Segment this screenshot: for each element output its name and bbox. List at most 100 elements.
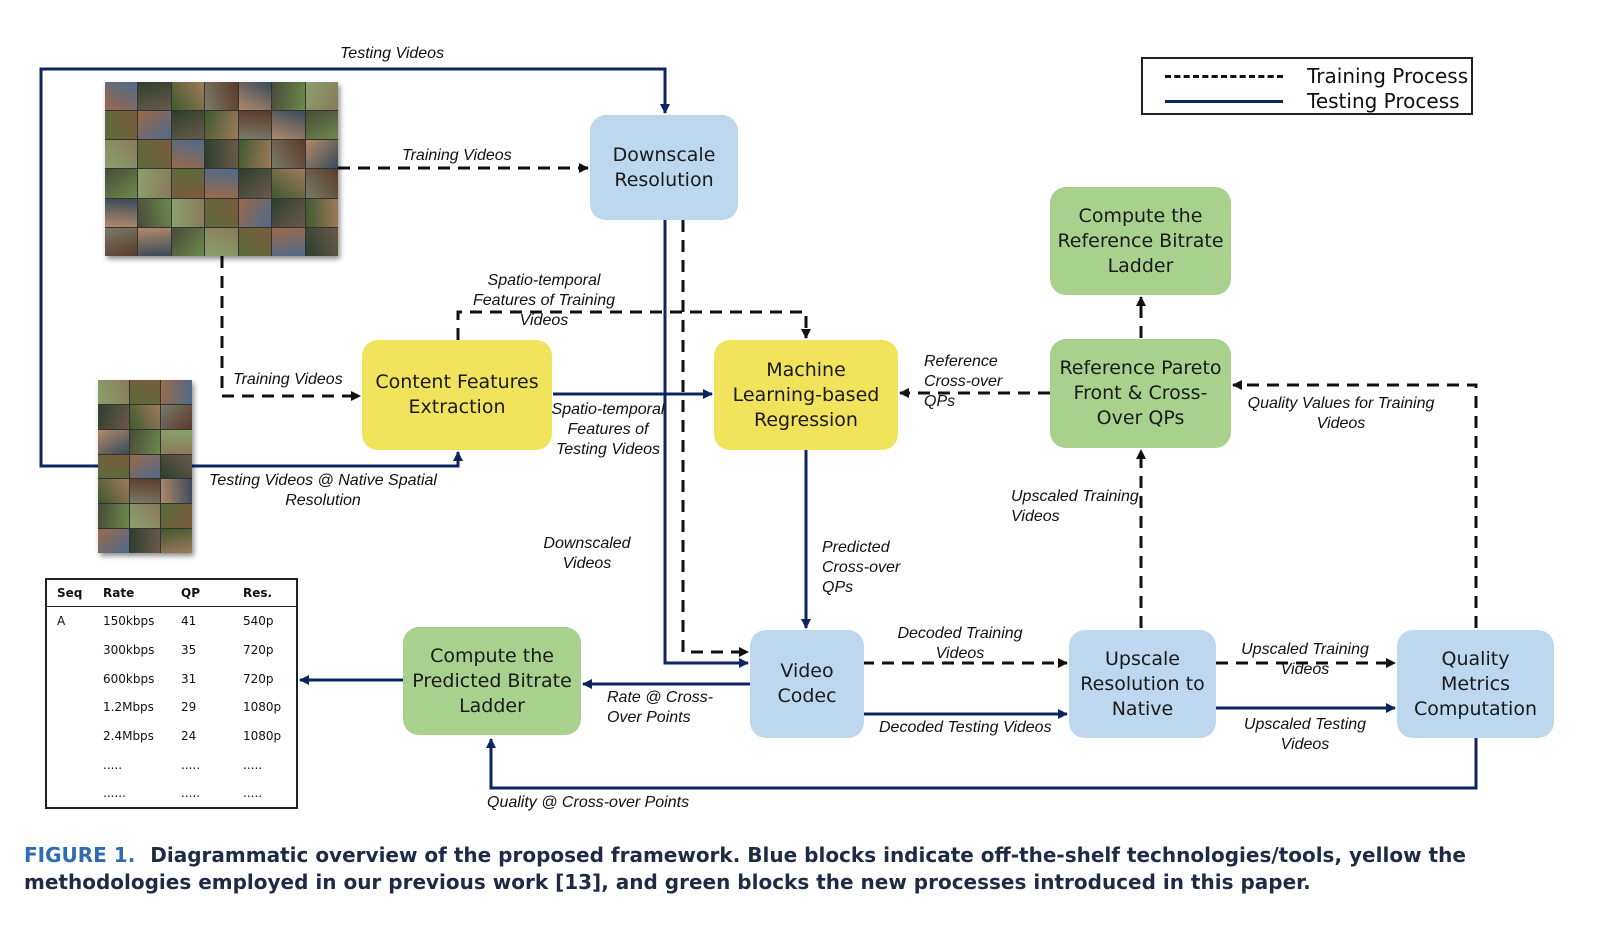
spatio-testing-label: Spatio-temporal Features of Testing Vide… (551, 401, 665, 458)
table-cell: ..... (103, 757, 123, 772)
legend-testing-row: Testing Process (1143, 88, 1471, 114)
downscale-to-codec-training-arrow (681, 220, 749, 657)
spatio-training-arrow (456, 310, 811, 340)
video-thumbnail (305, 111, 338, 140)
video-thumbnail (238, 140, 272, 169)
table-header-seq: Seq (47, 580, 93, 607)
table-cell: 600kbps (103, 671, 155, 686)
video-thumbnail (138, 82, 171, 111)
table-header-row: Seq Rate QP Res. (47, 580, 296, 607)
video-thumbnail (272, 227, 305, 256)
video-thumbnail (138, 140, 171, 169)
table-cell (47, 693, 93, 722)
video-thumbnail (305, 169, 338, 198)
table-header-rate: Rate (93, 580, 171, 607)
table-cell: 2.4Mbps (103, 729, 154, 744)
legend-training-row: Training Process (1143, 63, 1471, 89)
video-thumbnail (105, 227, 138, 256)
video-thumbnail (98, 479, 129, 504)
legend-dashed-line (1165, 75, 1283, 78)
quality-training-label: Quality Values for Training Videos (1247, 395, 1435, 432)
table-cell: 540p (243, 614, 274, 629)
video-thumbnail (305, 227, 338, 256)
pareto-front-block: Reference Pareto Front & Cross- Over QPs (1050, 339, 1231, 448)
table-cell (47, 636, 93, 665)
upscale-resolution-block: Upscale Resolution to Native (1069, 630, 1216, 738)
table-cell: 35 (181, 643, 197, 658)
video-thumbnail (238, 169, 272, 198)
video-thumbnail (98, 504, 129, 529)
training-videos-left-label: Training Videos (233, 371, 343, 388)
reference-qps-label: Reference Cross-over QPs (924, 353, 1003, 410)
predicted-ladder-block: Compute the Predicted Bitrate Ladder (403, 627, 581, 735)
downscaled-videos-label: Downscaled Videos (543, 535, 631, 572)
content-features-block: Content Features Extraction (362, 340, 552, 450)
video-thumbnail (305, 82, 338, 111)
upscaled-training-right-label: Upscaled Training Videos (1241, 641, 1369, 678)
table-cell: 31 (181, 671, 197, 686)
video-thumbnail (105, 111, 138, 140)
table-cell: ..... (243, 757, 263, 772)
table-cell: 720p (243, 643, 274, 658)
table-cell: 1080p (243, 700, 282, 715)
video-thumbnail (305, 140, 338, 169)
video-thumbnail (272, 82, 305, 111)
quality-metrics-block: Quality Metrics Computation (1397, 630, 1554, 738)
video-thumbnail (238, 82, 272, 111)
video-thumbnail (105, 140, 138, 169)
table-cell (47, 779, 93, 808)
table-cell: A (57, 614, 66, 629)
video-thumbnail (305, 198, 338, 227)
video-thumbnail (161, 380, 192, 404)
ml-regression-block: Machine Learning-based Regression (714, 340, 898, 450)
video-thumbnail (161, 429, 192, 454)
video-thumbnail (171, 169, 205, 198)
table-cell: ..... (181, 757, 201, 772)
testing-videos-loop-arrow (39, 67, 670, 468)
video-thumbnail (138, 198, 171, 227)
video-thumbnail (129, 454, 161, 479)
figure-caption: FIGURE 1. Diagrammatic overview of the p… (24, 842, 1584, 896)
table-cell: ..... (181, 786, 201, 801)
table-cell: 29 (181, 700, 197, 715)
training-videos-top-label: Training Videos (402, 147, 512, 164)
video-thumbnail (205, 111, 238, 140)
video-thumbnail (171, 111, 205, 140)
video-thumbnail (98, 454, 129, 479)
video-thumbnail (105, 169, 138, 198)
video-thumbnail (272, 169, 305, 198)
downscale-to-codec-arrow (663, 220, 749, 668)
video-thumbnail (105, 198, 138, 227)
table-cell: 720p (243, 671, 274, 686)
table-row: ................ (47, 779, 296, 808)
training-videos-mosaic (105, 82, 338, 256)
video-thumbnail (98, 404, 129, 429)
table-header-qp: QP (171, 580, 233, 607)
video-thumbnail (272, 111, 305, 140)
table-cell (47, 750, 93, 779)
video-thumbnail (272, 198, 305, 227)
video-thumbnail (161, 479, 192, 504)
testing-videos-mosaic (98, 380, 192, 553)
figure-number: FIGURE 1. (24, 843, 136, 867)
upscaled-training-left-label: Upscaled Training Videos (1011, 488, 1139, 525)
video-thumbnail (98, 429, 129, 454)
video-thumbnail (129, 504, 161, 529)
testing-videos-top-label: Testing Videos (340, 45, 445, 62)
video-thumbnail (138, 169, 171, 198)
video-thumbnail (138, 227, 171, 256)
video-thumbnail (129, 479, 161, 504)
video-thumbnail (129, 404, 161, 429)
video-thumbnail (138, 111, 171, 140)
table-header-res: Res. (233, 580, 296, 607)
video-thumbnail (205, 198, 238, 227)
table-cell: ...... (103, 786, 126, 801)
upscaled-testing-label: Upscaled Testing Videos (1243, 716, 1367, 753)
caption-text: Diagrammatic overview of the proposed fr… (24, 843, 1466, 894)
decoded-training-label: Decoded Training Videos (897, 625, 1023, 662)
quality-to-pareto-arrow (1232, 380, 1478, 628)
